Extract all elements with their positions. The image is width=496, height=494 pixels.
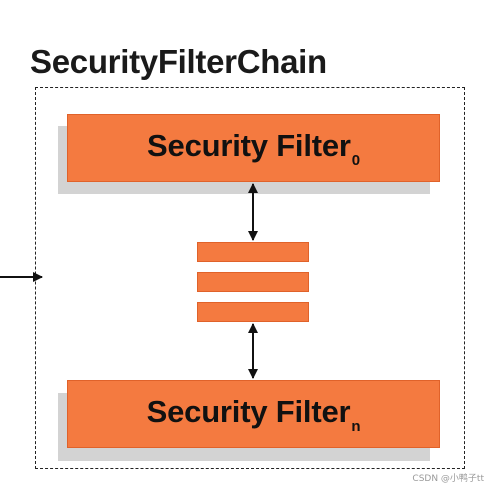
filter-last-subscript: n — [351, 417, 361, 435]
intermediate-filter-bar — [197, 302, 309, 322]
chain-title: SecurityFilterChain — [30, 43, 327, 80]
security-filter-last: Security Filtern — [67, 380, 440, 448]
security-filter-last-label: Security Filtern — [146, 393, 361, 435]
intermediate-filter-bar — [197, 242, 309, 262]
intermediate-filter-bar — [197, 272, 309, 292]
security-filter-first-label: Security Filter0 — [147, 127, 360, 169]
security-filter-first: Security Filter0 — [67, 114, 440, 182]
watermark: CSDN @小鸭子tt — [412, 474, 484, 484]
filter-first-subscript: 0 — [351, 151, 360, 169]
